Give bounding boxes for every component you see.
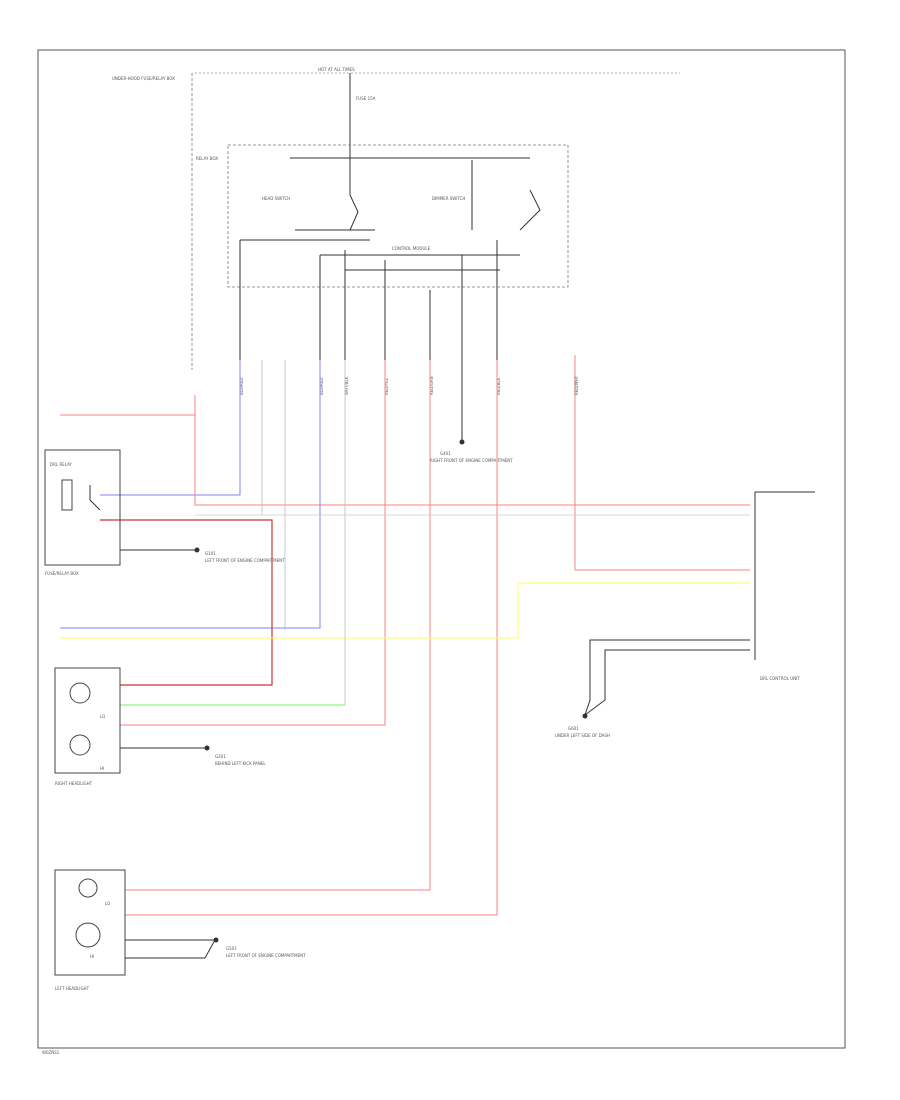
wire-red-5 (194, 395, 750, 506)
g5-label: G601 (568, 726, 579, 731)
right-headlight-box (54, 667, 121, 774)
drl-relay-box (44, 449, 121, 566)
wire-label-1: BLU/RED (239, 378, 244, 395)
switch-c (519, 189, 541, 231)
relay-coil (61, 479, 73, 511)
ground-g4-icon (213, 937, 219, 943)
diagram-frame (37, 49, 846, 1049)
control-unit-label: DRL CONTROL UNIT (760, 676, 800, 681)
switch-a-label: HEAD SWITCH (262, 196, 290, 201)
fuse-relay-box-label: FUSE/RELAY BOX (45, 571, 79, 576)
g3-desc: RIGHT FRONT OF ENGINE COMPARTMENT (430, 458, 513, 463)
wire-red-3 (125, 360, 498, 916)
g1-label: G101 (205, 551, 216, 556)
switch-b-label: DIMMER SWITCH (432, 196, 465, 201)
wire-red-1 (120, 360, 386, 726)
relay-box-label: RELAY BOX (196, 156, 218, 161)
relay-box (227, 144, 569, 288)
g5-desc: UNDER LEFT SIDE OF DASH (555, 733, 610, 738)
g2-desc: BEHIND LEFT KICK PANEL (215, 761, 266, 766)
left-headlight-box (54, 869, 126, 976)
g3-label: G401 (440, 451, 451, 456)
drl-relay-label: DRL RELAY (50, 462, 72, 467)
switch-a (349, 194, 359, 231)
left-headlight-hi-icon (75, 922, 101, 948)
wire-yellow (60, 582, 750, 639)
left-headlight-lo-icon (78, 878, 98, 898)
right-lo-label: LO (100, 714, 105, 719)
wire-label-4: RED/YEL (384, 377, 389, 395)
left-hi-label: HI (90, 954, 94, 959)
hot-at-all-times-label: HOT AT ALL TIMES (318, 67, 355, 72)
ground-g3-icon (459, 439, 465, 445)
left-headlight-label: LEFT HEADLIGHT (55, 986, 90, 991)
ground-g1-icon (194, 547, 200, 553)
g4-label: G501 (226, 946, 237, 951)
g4-desc: LEFT FRONT OF ENGINE COMPARTMENT (226, 953, 306, 958)
ctrl-black-1 (584, 639, 750, 716)
g1-desc: LEFT FRONT OF ENGINE COMPARTMENT (205, 558, 285, 563)
footer-code: W0ZNS1 (42, 1050, 60, 1055)
fuse-top-label: FUSE 15A (356, 96, 376, 101)
wire-blue-1 (100, 360, 241, 496)
right-headlight-hi-icon (69, 734, 91, 756)
wire-darkred (100, 519, 273, 686)
ground-g2-icon (204, 745, 210, 751)
relay-contact (89, 485, 101, 511)
wire-label-7: RED/WHT (574, 375, 579, 395)
wire-label-5: RED/GRN (429, 376, 434, 395)
wire-label-6: RED/BLK (496, 377, 501, 395)
g4-wire (125, 939, 216, 959)
wire-blue-2 (60, 360, 321, 629)
under-hood-box-label: UNDER-HOOD FUSE/RELAY BOX (112, 76, 175, 81)
right-headlight-lo-icon (69, 682, 91, 704)
control-module-label: CONTROL MODULE (392, 246, 431, 251)
right-hi-label: HI (100, 766, 104, 771)
wire-label-2: BLU/RED (319, 378, 324, 395)
ground-g5-icon (582, 713, 588, 719)
right-headlight-label: RIGHT HEADLIGHT (55, 781, 93, 786)
wire-red-2 (125, 360, 431, 891)
wire-label-3: WHT/BLK (344, 376, 349, 395)
left-lo-label: LO (105, 901, 110, 906)
ctrl-black-2 (584, 649, 750, 716)
g2-label: G201 (215, 754, 226, 759)
